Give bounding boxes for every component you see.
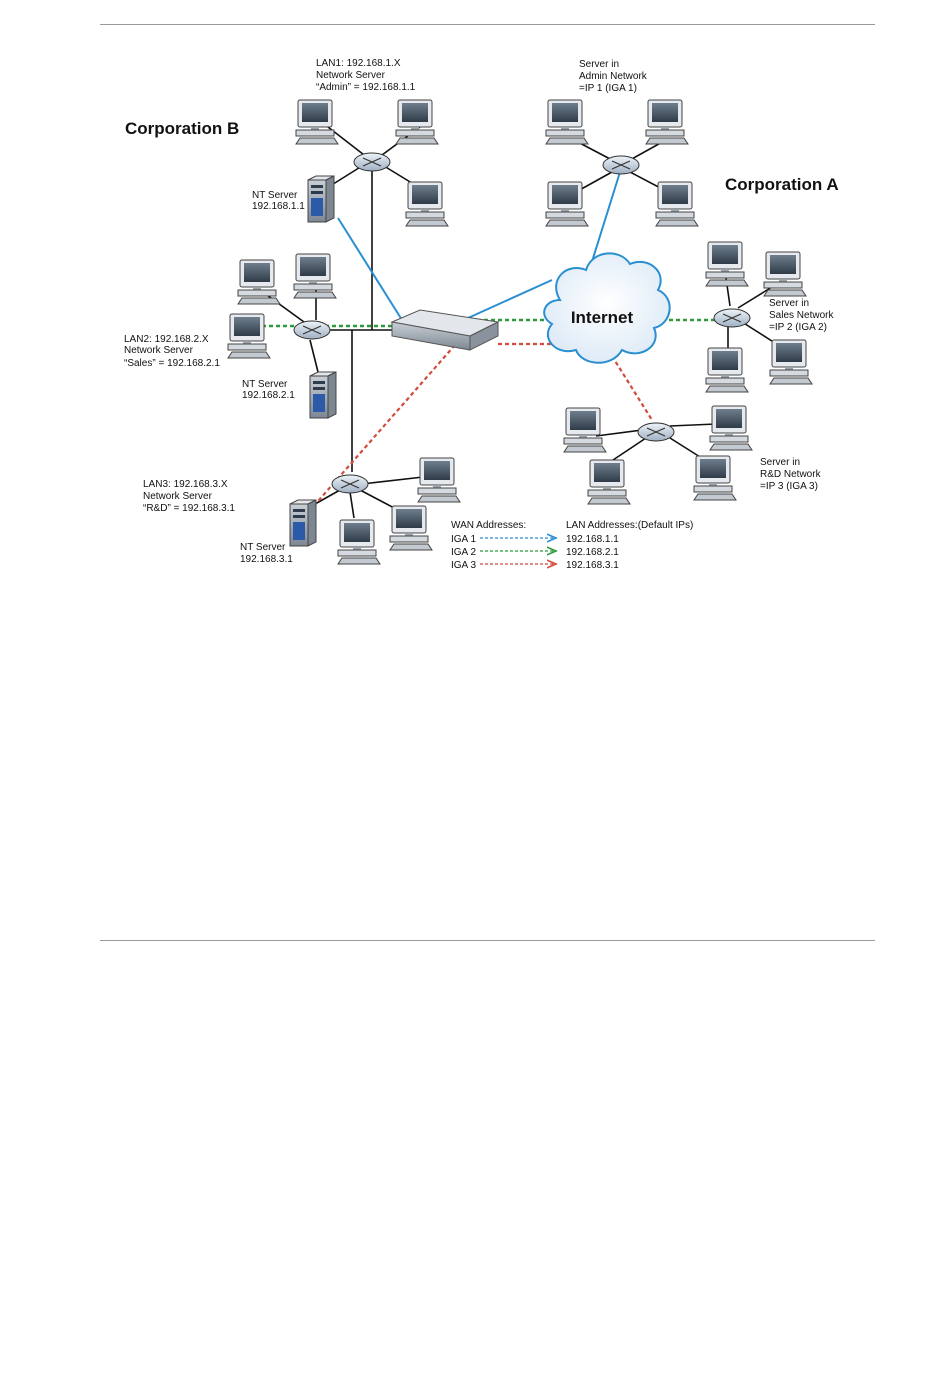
nt-server-tower-icon [309,371,337,419]
workstation-icon [709,405,753,451]
svg-text:=IP 2 (IGA 2): =IP 2 (IGA 2) [769,322,827,333]
svg-text:“Sales” = 192.168.2.1: “Sales” = 192.168.2.1 [124,358,220,369]
workstation-icon [295,99,339,145]
workstation-icon [545,99,589,145]
svg-text:“Admin” = 192.168.1.1: “Admin” = 192.168.1.1 [316,82,416,93]
workstation-icon [417,457,461,503]
workstation-icon [389,505,433,551]
svg-text:Admin Network: Admin Network [579,71,648,82]
network-diagram: Internet [124,58,839,571]
svg-text:NT Server: NT Server [240,542,286,553]
workstation-icon [227,313,271,359]
workstations [227,99,813,565]
nt-server-tower-icon [289,499,317,547]
legend-row-2-lan: 192.168.2.1 [566,547,619,558]
lan1-label: LAN1: 192.168.1.X Network Server “Admin”… [316,58,416,93]
svg-text:Network Server: Network Server [124,345,194,356]
svg-text:Server in: Server in [760,457,800,468]
workstation-icon [705,347,749,393]
workstation-icon [563,407,607,453]
hub-lan2 [293,320,331,340]
svg-text:Server in: Server in [579,59,619,70]
svg-text:192.168.1.1: 192.168.1.1 [252,201,305,212]
svg-text:“R&D” = 192.168.3.1: “R&D” = 192.168.3.1 [143,503,235,514]
legend-row-3-wan: IGA 3 [451,560,476,571]
svg-text:LAN1: 192.168.1.X: LAN1: 192.168.1.X [316,58,401,69]
lan3-label: LAN3: 192.168.3.X Network Server “R&D” =… [143,479,235,514]
bottom-rule [100,940,875,941]
workstation-icon [545,181,589,227]
nt-server-tower-icon [307,175,335,223]
svg-text:Network Server: Network Server [316,70,386,81]
svg-text:Network Server: Network Server [143,491,213,502]
svg-text:R&D Network: R&D Network [760,469,822,480]
hub-lan3 [331,474,369,494]
nt-server-3-label: NT Server 192.168.3.1 [240,542,293,565]
corporation-a-title: Corporation A [725,175,839,194]
hub-admin [602,155,640,175]
hubs [293,152,751,494]
workstation-icon [587,459,631,505]
gateway-device [390,309,500,351]
workstation-icon [237,259,281,305]
legend-wan-header: WAN Addresses: [451,520,526,531]
nt-servers [289,175,337,547]
svg-text:192.168.3.1: 192.168.3.1 [240,554,293,565]
workstation-icon [763,251,807,297]
workstation-icon [645,99,689,145]
top-rule [100,24,875,25]
rd-server-label: Server in R&D Network =IP 3 (IGA 3) [760,457,822,492]
svg-text:=IP 1 (IGA 1): =IP 1 (IGA 1) [579,83,637,94]
internet-cloud: Internet [543,252,671,364]
workstation-icon [655,181,699,227]
svg-text:NT Server: NT Server [252,190,298,201]
workstation-icon [337,519,381,565]
hub-rd [637,422,675,442]
address-legend: WAN Addresses: LAN Addresses:(Default IP… [451,520,693,571]
legend-row-1-lan: 192.168.1.1 [566,534,619,545]
svg-text:192.168.2.1: 192.168.2.1 [242,390,295,401]
internet-label: Internet [571,308,634,327]
nt-server-1-label: NT Server 192.168.1.1 [252,190,305,212]
svg-text:LAN2: 192.168.2.X: LAN2: 192.168.2.X [124,334,209,345]
legend-lan-header: LAN Addresses:(Default IPs) [566,520,693,531]
sales-server-label: Server in Sales Network =IP 2 (IGA 2) [769,298,834,333]
admin-server-label: Server in Admin Network =IP 1 (IGA 1) [579,59,648,94]
svg-text:Server in: Server in [769,298,809,309]
svg-text:Sales Network: Sales Network [769,310,834,321]
svg-text:NT Server: NT Server [242,379,288,390]
hub-lan1 [353,152,391,172]
iga-links [262,171,718,509]
hub-sales [713,308,751,328]
svg-text:=IP 3 (IGA 3): =IP 3 (IGA 3) [760,481,818,492]
legend-row-3-lan: 192.168.3.1 [566,560,619,571]
svg-text:LAN3: 192.168.3.X: LAN3: 192.168.3.X [143,479,228,490]
legend-row-1-wan: IGA 1 [451,534,476,545]
workstation-icon [395,99,439,145]
workstation-icon [405,181,449,227]
workstation-icon [705,241,749,287]
corporation-b-title: Corporation B [125,119,239,138]
workstation-icon [293,253,337,299]
legend-row-2-wan: IGA 2 [451,547,476,558]
workstation-icon [693,455,737,501]
lan2-label: LAN2: 192.168.2.X Network Server “Sales”… [124,334,220,369]
nt-server-2-label: NT Server 192.168.2.1 [242,379,295,401]
workstation-icon [769,339,813,385]
